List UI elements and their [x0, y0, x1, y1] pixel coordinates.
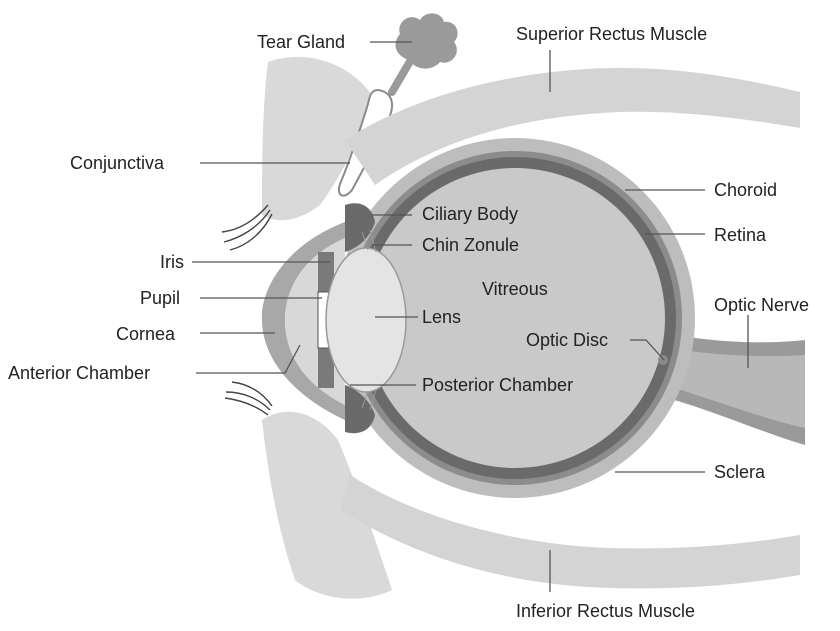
optic-disc-mark [658, 355, 668, 365]
label-retina: Retina [714, 225, 767, 245]
label-chin-zonule: Chin Zonule [422, 235, 519, 255]
tear-gland [392, 13, 458, 92]
label-choroid: Choroid [714, 180, 777, 200]
label-pupil: Pupil [140, 288, 180, 308]
label-optic-disc: Optic Disc [526, 330, 608, 350]
label-vitreous: Vitreous [482, 279, 548, 299]
label-tear-gland: Tear Gland [257, 32, 345, 52]
label-inferior-rectus-muscle: Inferior Rectus Muscle [516, 601, 695, 621]
label-anterior-chamber: Anterior Chamber [8, 363, 150, 383]
lens [326, 248, 406, 392]
label-iris: Iris [160, 252, 184, 272]
label-conjunctiva: Conjunctiva [70, 153, 165, 173]
label-lens: Lens [422, 307, 461, 327]
label-optic-nerve: Optic Nerve [714, 295, 809, 315]
label-ciliary-body: Ciliary Body [422, 204, 518, 224]
label-superior-rectus-muscle: Superior Rectus Muscle [516, 24, 707, 44]
label-cornea: Cornea [116, 324, 176, 344]
lower-eyelashes [225, 382, 272, 415]
label-sclera: Sclera [714, 462, 766, 482]
inferior-rectus-muscle [340, 475, 800, 588]
label-posterior-chamber: Posterior Chamber [422, 375, 573, 395]
